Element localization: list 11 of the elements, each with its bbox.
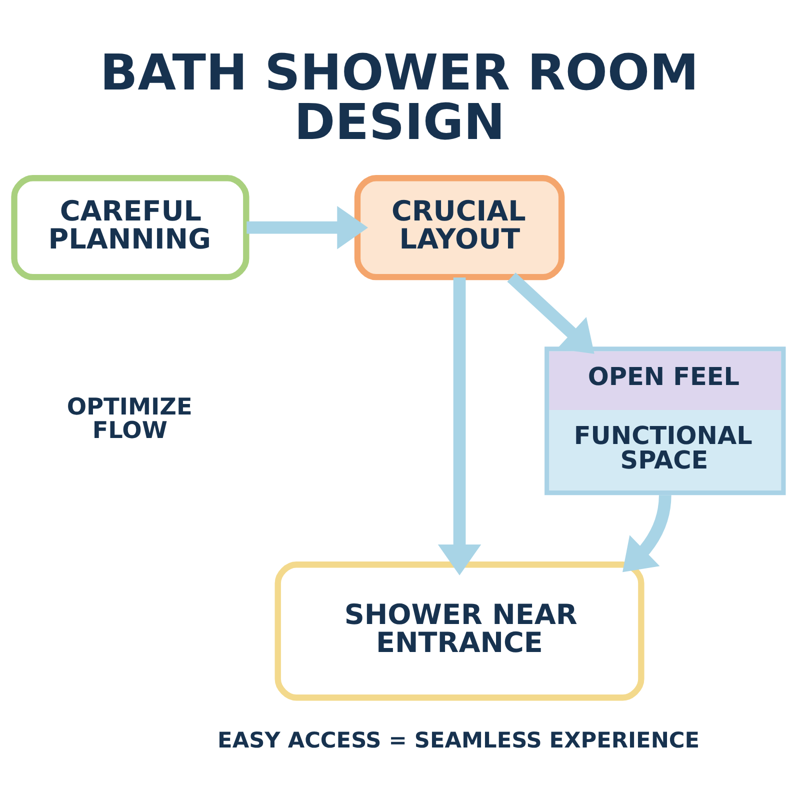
node-box: CAREFUL PLANNING [11, 175, 250, 280]
arrow [246, 206, 368, 250]
node-box: SHOWER NEAR ENTRANCE [274, 562, 644, 701]
arrow [507, 272, 594, 354]
node-box: OPEN FEEL FUNCTIONAL SPACE [544, 346, 786, 496]
arrow [622, 494, 672, 572]
arrow [438, 277, 482, 576]
node-box: CRUCIAL LAYOUT [354, 175, 565, 280]
diagram-title: BATH SHOWER ROOM DESIGN [100, 43, 699, 151]
label: OPTIMIZE FLOW [66, 394, 192, 444]
node-label: EASY ACCESS = SEAMLESS EXPERIENCE [218, 728, 700, 754]
